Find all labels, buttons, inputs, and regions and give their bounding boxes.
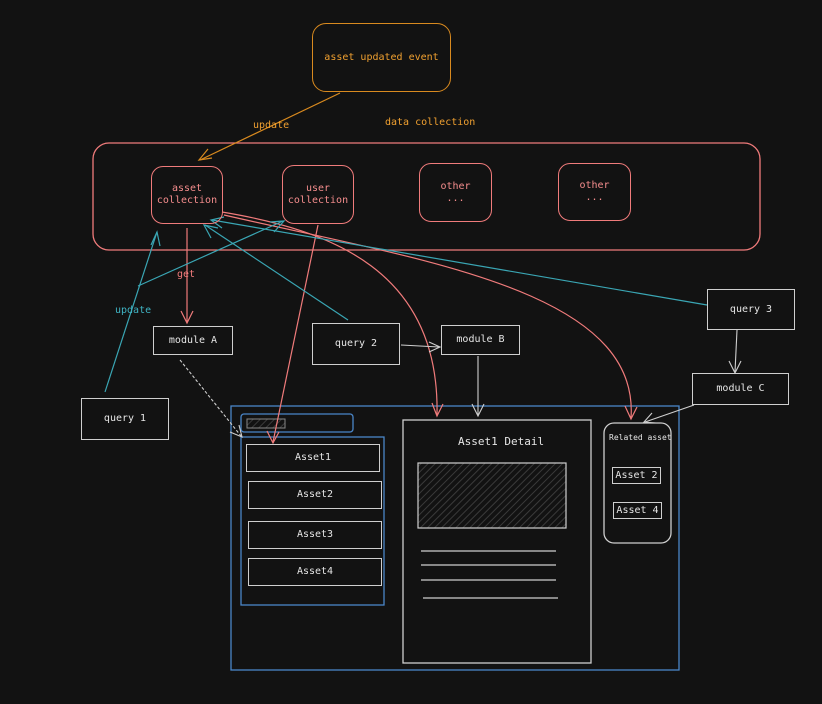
arrow-module-a-to-list — [179, 359, 242, 437]
query-3-box: query 3 — [707, 289, 795, 330]
module-c-label: module C — [716, 383, 765, 394]
asset-list-item-label: Asset2 — [296, 489, 334, 500]
asset-collection-label: asset collection — [156, 183, 218, 206]
module-a-box: module A — [153, 326, 233, 355]
user-collection-label: user collection — [287, 182, 349, 206]
edge-label-get: get — [177, 269, 196, 280]
red-arrows — [180, 211, 638, 445]
other-collection-node-2: other ... — [558, 163, 631, 221]
asset-list-panel — [240, 436, 385, 606]
module-a-label: module A — [168, 334, 218, 346]
other-collection-label-2: other ... — [579, 180, 610, 203]
detail-image-placeholder — [417, 462, 567, 529]
page-frame — [230, 405, 680, 671]
asset-collection-node: asset collection — [151, 166, 223, 224]
related-panel — [603, 422, 672, 544]
query-3-label: query 3 — [729, 303, 773, 315]
arrow-query3-to-module-c — [734, 329, 738, 373]
query-1-box: query 1 — [81, 398, 169, 440]
arrow-query1-update — [104, 231, 158, 393]
asset-list-item-label: Asset1 — [294, 452, 332, 463]
query-1-label: query 1 — [103, 413, 147, 424]
related-item-label: Asset 2 — [615, 469, 658, 481]
module-b-box: module B — [441, 325, 520, 355]
module-b-label: module B — [456, 334, 505, 345]
asset-list-item-label: Asset3 — [296, 529, 334, 540]
other-collection-label: other ... — [440, 180, 471, 204]
query-2-label: query 2 — [334, 338, 378, 349]
detail-title: Asset1 Detail — [458, 435, 545, 448]
edge-label-update-query: update — [115, 305, 152, 316]
asset-updated-event-box: asset updated event — [312, 23, 451, 92]
arrow-asset-collection-to-related — [223, 214, 632, 419]
asset-list-item[interactable]: Asset3 — [248, 521, 382, 549]
related-title: Related asset — [609, 433, 672, 442]
arrow-query1-user-collection — [137, 220, 284, 287]
related-item[interactable]: Asset 4 — [613, 502, 662, 519]
arrow-module-c-to-related — [644, 404, 695, 423]
edge-label-update-event: update — [253, 120, 290, 131]
asset-list-item[interactable]: Asset2 — [248, 481, 382, 509]
arrow-query2-asset-collection — [204, 224, 349, 321]
teal-arrows — [104, 216, 708, 393]
arrow-user-collection-to-list — [272, 224, 319, 443]
other-collection-node: other ... — [419, 163, 492, 222]
user-collection-node: user collection — [282, 165, 354, 224]
data-collection-label: data collection — [385, 117, 476, 128]
detail-panel — [402, 419, 592, 664]
asset-list-item[interactable]: Asset1 — [246, 444, 380, 472]
event-label: asset updated event — [324, 51, 439, 63]
related-item[interactable]: Asset 2 — [612, 467, 661, 484]
arrow-query2-to-module-b — [400, 344, 440, 348]
data-collection-container — [92, 142, 761, 251]
query-2-box: query 2 — [312, 323, 400, 365]
asset-list-item[interactable]: Asset4 — [248, 558, 382, 586]
arrow-asset-collection-to-detail — [221, 211, 438, 416]
related-item-label: Asset 4 — [616, 504, 659, 516]
module-c-box: module C — [692, 373, 789, 405]
search-bar-fill — [246, 418, 286, 429]
search-bar[interactable] — [240, 413, 354, 433]
arrow-event-update — [197, 92, 341, 161]
arrow-query3-asset-collection — [211, 219, 708, 306]
grey-arrows — [179, 329, 742, 438]
asset-list-item-label: Asset4 — [296, 566, 334, 577]
